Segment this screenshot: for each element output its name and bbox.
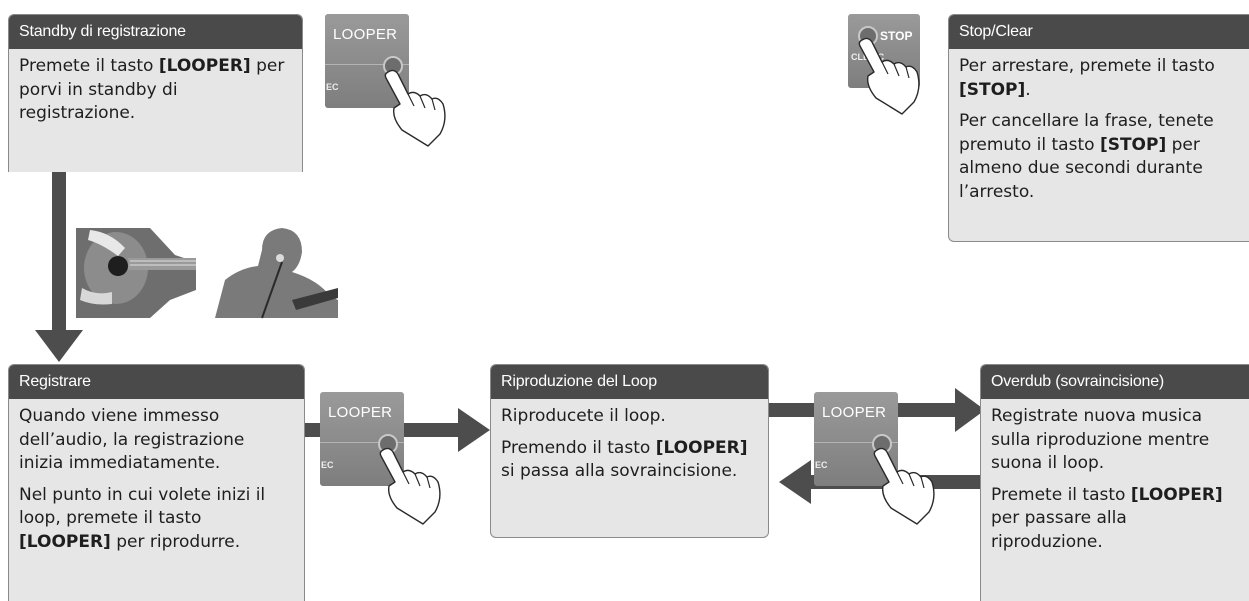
overdub-text-3: per passare alla riproduzione. xyxy=(991,508,1127,552)
overdub-title: Overdub (sovraincisione) xyxy=(981,365,1249,399)
loop-play-text-1: Riproducete il loop. xyxy=(501,406,666,426)
looper-label: LOOPER xyxy=(822,404,887,421)
looper-key-ref: [LOOPER] xyxy=(19,531,111,552)
hand-press-icon xyxy=(384,69,446,147)
looper-key-ref: [LOOPER] xyxy=(655,437,748,458)
looper-label: LOOPER xyxy=(333,26,398,43)
rec-label-fragment: EC xyxy=(815,460,828,470)
looper-key-ref: [LOOPER] xyxy=(1130,484,1223,505)
stop-text-2: . xyxy=(1025,79,1031,100)
hand-press-icon xyxy=(379,447,441,525)
stop-clear-box: Stop/Clear Per arrestare, premete il tas… xyxy=(948,14,1249,242)
loop-play-box: Riproduzione del Loop Riproducete il loo… xyxy=(490,364,769,538)
looper-label: LOOPER xyxy=(328,404,393,421)
record-text-1: Quando viene immesso dell’audio, la regi… xyxy=(19,406,245,473)
clear-text-1: Per cancellare la frase, tenete premuto … xyxy=(959,111,1214,155)
record-text-3: per riprodurre. xyxy=(110,531,241,552)
stop-text-1: Per arrestare, premete il tasto xyxy=(959,56,1215,76)
standby-text-2: per porvi in standby di registrazione. xyxy=(19,56,285,123)
standby-text-1: Premete il tasto xyxy=(19,56,159,76)
loop-play-text: Riproducete il loop. Premendo il tasto [… xyxy=(491,399,768,484)
rec-label-fragment: EC xyxy=(326,82,339,92)
record-text-2: Nel punto in cui volete inizi il loop, p… xyxy=(19,484,266,529)
hand-press-icon xyxy=(873,447,935,525)
record-text: Quando viene immesso dell’audio, la regi… xyxy=(9,399,304,554)
record-box: Registrare Quando viene immesso dell’aud… xyxy=(8,364,305,601)
standby-title: Standby di registrazione xyxy=(9,15,302,49)
singer-guitarist-photo xyxy=(215,228,338,319)
standby-text: Premete il tasto [LOOPER] per porvi in s… xyxy=(9,49,302,126)
loop-play-text-3: si passa alla sovraincisione. xyxy=(501,461,738,481)
stop-clear-text: Per arrestare, premete il tasto [STOP]. … xyxy=(949,49,1249,204)
record-title: Registrare xyxy=(9,365,304,399)
guitar-player-photo xyxy=(76,228,196,318)
looper-key-ref: [LOOPER] xyxy=(158,56,251,76)
stop-key-ref-2: [STOP] xyxy=(1099,134,1167,155)
standby-box: Standby di registrazione Premete il tast… xyxy=(8,14,303,172)
rec-label-fragment: EC xyxy=(321,460,334,470)
stop-key-ref: [STOP] xyxy=(959,79,1026,100)
overdub-box: Overdub (sovraincisione) Registrate nuov… xyxy=(980,364,1249,601)
loop-play-title: Riproduzione del Loop xyxy=(491,365,768,399)
clear-text-2: per almeno due secondi durante l’arresto… xyxy=(959,134,1203,202)
stop-clear-title: Stop/Clear xyxy=(949,15,1249,49)
arrow-down xyxy=(35,172,83,362)
overdub-text-1: Registrate nuova musica sulla riproduzio… xyxy=(991,406,1210,473)
looper-pedal[interactable]: LOOPER EC xyxy=(814,392,898,486)
loop-play-text-2: Premendo il tasto xyxy=(501,437,656,458)
overdub-text: Registrate nuova musica sulla riproduzio… xyxy=(981,399,1249,554)
stop-label: STOP xyxy=(880,29,913,43)
overdub-text-2: Premete il tasto xyxy=(991,484,1131,505)
hand-press-icon xyxy=(858,37,920,115)
